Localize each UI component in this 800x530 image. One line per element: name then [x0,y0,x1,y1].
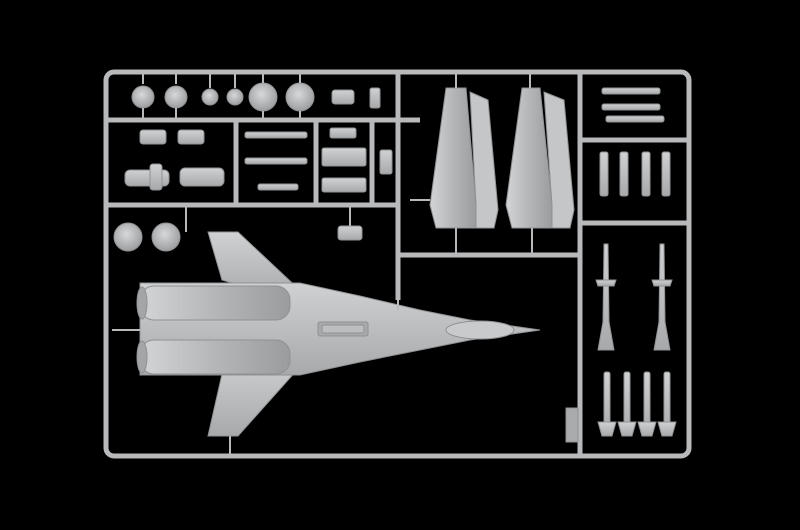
small-parts-center [244,127,393,193]
intake-gates [410,74,533,253]
missiles-long [595,243,673,351]
intake-ducts [429,87,575,229]
pylons [599,151,671,197]
sprue-frame [103,69,692,459]
aircraft-gates [112,205,399,454]
wheel-gates [142,74,301,118]
aircraft-fuselage [136,231,541,437]
sprue-tag [565,407,579,443]
wheel-parts [131,82,381,112]
small-part-bracket [337,205,363,241]
small-arms-upper [601,87,665,123]
missiles-short [597,371,677,437]
round-parts [113,222,181,252]
small-parts-left [124,129,225,191]
